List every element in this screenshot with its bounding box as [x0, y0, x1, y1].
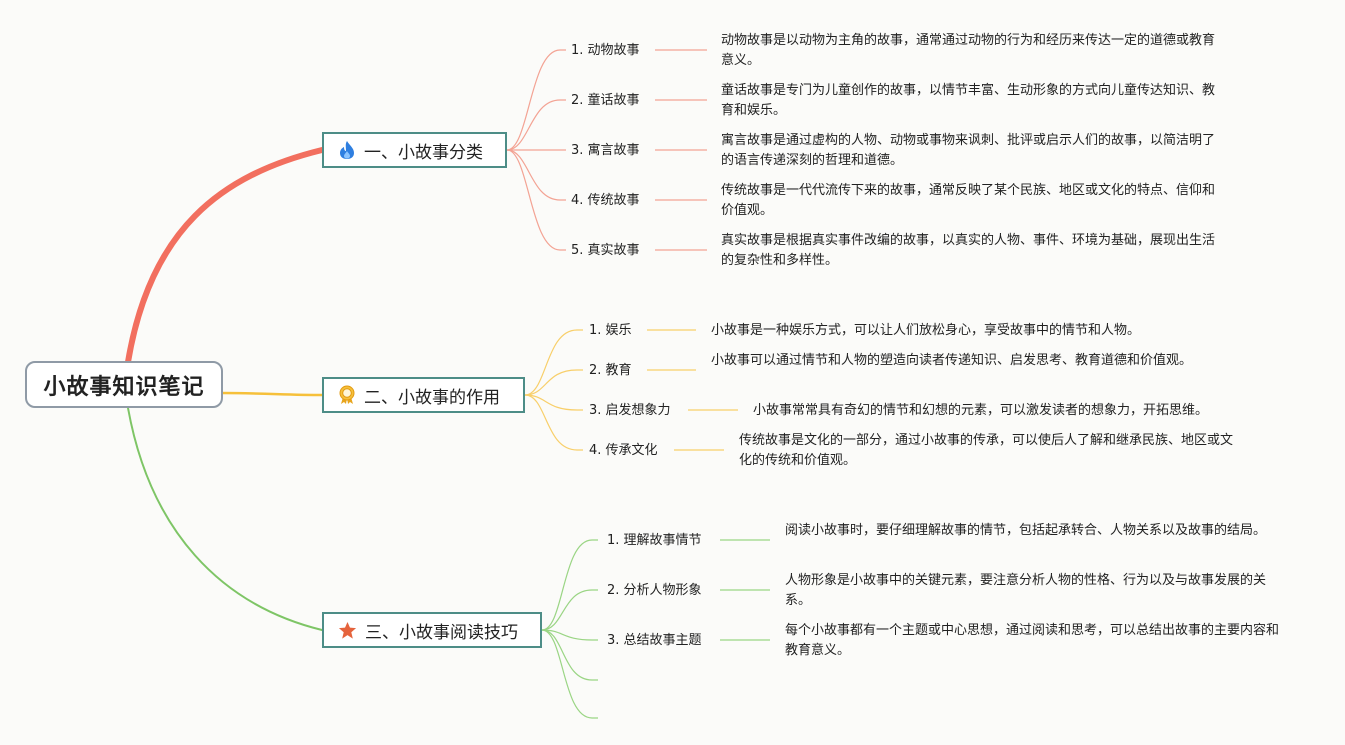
root-to-branch-3-curve	[127, 407, 323, 631]
root-to-branch-1-curve	[125, 147, 325, 365]
leaf-culture[interactable]: 4. 传承文化	[589, 441, 658, 461]
desc-text: 阅读小故事时，要仔细理解故事的情节，包括起承转合、人物关系以及故事的结局。	[785, 523, 1267, 538]
desc-animal-story: 动物故事是以动物为主角的故事，通常通过动物的行为和经历来传达一定的道德或教育意义…	[721, 31, 1221, 71]
desc-summarize-theme: 每个小故事都有一个主题或中心思想，通过阅读和思考，可以总结出故事的主要内容和教育…	[785, 621, 1285, 661]
leaf-connector	[524, 329, 583, 396]
leaf-connector	[541, 629, 598, 681]
desc-text: 人物形象是小故事中的关键元素，要注意分析人物的性格、行为以及与故事发展的关系。	[785, 573, 1267, 608]
leaf-label: 3. 寓言故事	[571, 143, 640, 158]
desc-education: 小故事可以通过情节和人物的塑造向读者传递知识、启发思考、教育道德和价值观。	[711, 351, 1211, 371]
desc-fable: 寓言故事是通过虚构的人物、动物或事物来讽刺、批评或启示人们的故事，以简洁明了的语…	[721, 131, 1221, 171]
medal-icon	[338, 385, 356, 405]
desc-text: 动物故事是以动物为主角的故事，通常通过动物的行为和经历来传达一定的道德或教育意义…	[721, 33, 1216, 68]
desc-text: 真实故事是根据真实事件改编的故事，以真实的人物、事件、环境为基础，展现出生活的复…	[721, 233, 1216, 268]
leaf-traditional-story[interactable]: 4. 传统故事	[571, 191, 640, 211]
root-node[interactable]: 小故事知识笔记	[25, 361, 223, 408]
leaf-label: 3. 启发想象力	[589, 403, 671, 418]
desc-analyze-characters: 人物形象是小故事中的关键元素，要注意分析人物的性格、行为以及与故事发展的关系。	[785, 571, 1285, 611]
leaf-connector	[524, 369, 583, 396]
branch-node-classification[interactable]: 一、小故事分类	[322, 132, 507, 168]
desc-understand-plot: 阅读小故事时，要仔细理解故事的情节，包括起承转合、人物关系以及故事的结局。	[785, 521, 1285, 541]
leaf-label: 1. 理解故事情节	[607, 533, 702, 548]
desc-text: 每个小故事都有一个主题或中心思想，通过阅读和思考，可以总结出故事的主要内容和教育…	[785, 623, 1280, 658]
leaf-connector	[506, 99, 566, 151]
leaf-connector	[541, 629, 598, 719]
fire-icon	[338, 140, 356, 160]
desc-traditional-story: 传统故事是一代代流传下来的故事，通常反映了某个民族、地区或文化的特点、信仰和价值…	[721, 181, 1221, 221]
leaf-connectors	[506, 49, 770, 719]
leaf-animal-story[interactable]: 1. 动物故事	[571, 41, 640, 61]
leaf-fairy-tale[interactable]: 2. 童话故事	[571, 91, 640, 111]
desc-imagination: 小故事常常具有奇幻的情节和幻想的元素，可以激发读者的想象力，开拓思维。	[753, 401, 1253, 421]
leaf-summarize-theme[interactable]: 3. 总结故事主题	[607, 631, 702, 651]
desc-true-story: 真实故事是根据真实事件改编的故事，以真实的人物、事件、环境为基础，展现出生活的复…	[721, 231, 1221, 271]
desc-culture: 传统故事是文化的一部分，通过小故事的传承，可以使后人了解和继承民族、地区或文化的…	[739, 431, 1239, 471]
branch-node-reading-skills[interactable]: 三、小故事阅读技巧	[322, 612, 542, 648]
branch-title: 三、小故事阅读技巧	[365, 622, 518, 643]
desc-text: 寓言故事是通过虚构的人物、动物或事物来讽刺、批评或启示人们的故事，以简洁明了的语…	[721, 133, 1216, 168]
desc-text: 小故事常常具有奇幻的情节和幻想的元素，可以激发读者的想象力，开拓思维。	[753, 403, 1209, 418]
leaf-label: 4. 传统故事	[571, 193, 640, 208]
leaf-label: 4. 传承文化	[589, 443, 658, 458]
leaf-imagination[interactable]: 3. 启发想象力	[589, 401, 671, 421]
desc-text: 传统故事是文化的一部分，通过小故事的传承，可以使后人了解和继承民族、地区或文化的…	[739, 433, 1234, 468]
leaf-connector	[506, 149, 566, 201]
leaf-true-story[interactable]: 5. 真实故事	[571, 241, 640, 261]
leaf-fable[interactable]: 3. 寓言故事	[571, 141, 640, 161]
desc-entertainment: 小故事是一种娱乐方式，可以让人们放松身心，享受故事中的情节和人物。	[711, 321, 1211, 341]
leaf-label: 2. 教育	[589, 363, 632, 378]
star-icon	[338, 621, 357, 640]
desc-fairy-tale: 童话故事是专门为儿童创作的故事，以情节丰富、生动形象的方式向儿童传达知识、教育和…	[721, 81, 1221, 121]
root-title: 小故事知识笔记	[43, 374, 205, 400]
desc-text: 小故事是一种娱乐方式，可以让人们放松身心，享受故事中的情节和人物。	[711, 323, 1141, 338]
desc-text: 童话故事是专门为儿童创作的故事，以情节丰富、生动形象的方式向儿童传达知识、教育和…	[721, 83, 1216, 118]
leaf-label: 1. 娱乐	[589, 323, 632, 338]
branch-title: 一、小故事分类	[364, 142, 483, 163]
desc-text: 传统故事是一代代流传下来的故事，通常反映了某个民族、地区或文化的特点、信仰和价值…	[721, 183, 1216, 218]
branch-title: 二、小故事的作用	[364, 387, 500, 408]
leaf-label: 2. 童话故事	[571, 93, 640, 108]
leaf-connector	[524, 394, 583, 451]
leaf-label: 2. 分析人物形象	[607, 583, 702, 598]
leaf-connector	[506, 49, 566, 151]
desc-text: 小故事可以通过情节和人物的塑造向读者传递知识、启发思考、教育道德和价值观。	[711, 353, 1193, 368]
leaf-label: 5. 真实故事	[571, 243, 640, 258]
leaf-education[interactable]: 2. 教育	[589, 361, 632, 381]
leaf-connector	[524, 394, 583, 411]
leaf-connector	[541, 629, 598, 641]
leaf-label: 3. 总结故事主题	[607, 633, 702, 648]
leaf-analyze-characters[interactable]: 2. 分析人物形象	[607, 581, 702, 601]
leaf-understand-plot[interactable]: 1. 理解故事情节	[607, 531, 702, 551]
branch-node-function[interactable]: 二、小故事的作用	[322, 377, 525, 413]
leaf-label: 1. 动物故事	[571, 43, 640, 58]
leaf-entertainment[interactable]: 1. 娱乐	[589, 321, 632, 341]
leaf-connector	[541, 539, 598, 631]
root-to-branch-2-curve	[220, 391, 324, 397]
leaf-connector	[541, 589, 598, 631]
leaf-connector	[506, 149, 566, 251]
